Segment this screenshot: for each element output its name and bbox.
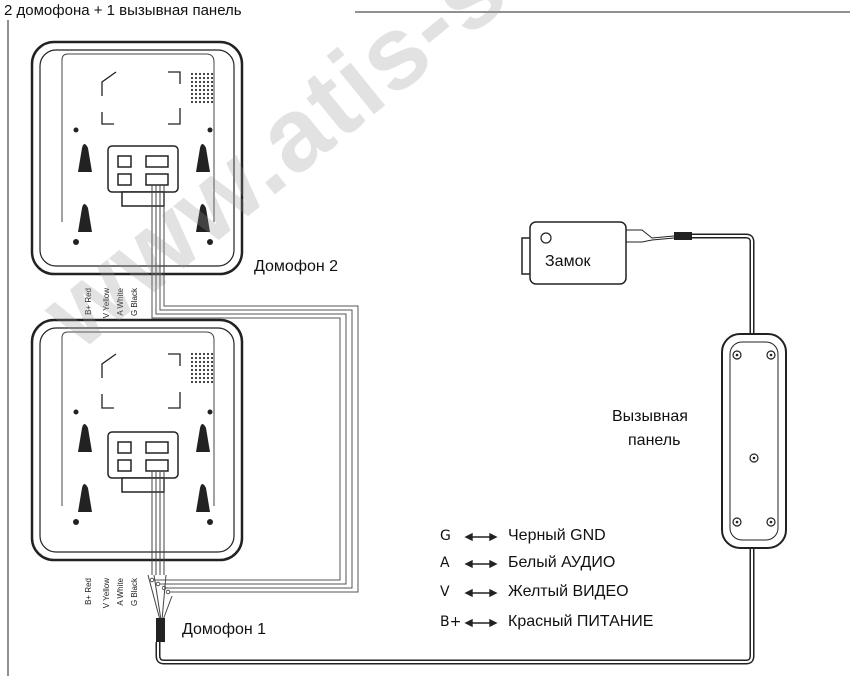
wire-tag-v: V Yellow [102,578,111,609]
wire-tag-v: V Yellow [102,288,111,319]
monitor-2-device [30,40,244,285]
monitor-1-label: Домофон 1 [182,621,267,638]
wire-junction-dots [149,577,171,595]
lock-label: Замок [545,253,591,270]
legend-code: A [440,555,450,571]
wire-tag-bplus: B+ Red [84,288,93,315]
diagram-title: 2 домофона + 1 вызывная панель [4,2,246,19]
legend-row: A Белый АУДИО [440,554,615,572]
call-panel-device [721,333,787,549]
legend-row: G Черный GND [440,527,606,545]
legend-row: V Желтый ВИДЕО [440,583,629,601]
connector-block [107,431,179,493]
monitor-2-label: Домофон 2 [254,258,339,275]
speaker-grille-icon [190,72,214,104]
legend-desc: Красный ПИТАНИЕ [508,613,654,630]
wire-tag-g: G Black [130,288,139,317]
legend-row: B+ Красный ПИТАНИЕ [440,613,653,631]
cable-sleeve [156,618,165,642]
legend-desc: Белый АУДИО [508,554,616,571]
lock-device [521,221,675,285]
wire-tag-bplus: B+ Red [84,578,93,605]
mount-hook-icon [73,409,213,525]
speaker-grille-icon [190,352,214,384]
wire-tag-a: A White [116,578,125,606]
call-panel-label-line2: панель [628,432,681,449]
inter-monitor-wiring [151,285,359,593]
lock-cable-sleeve [674,232,692,240]
wire-tag-g: G Black [130,578,139,607]
legend-desc: Желтый ВИДЕО [508,583,629,600]
legend-code: V [440,584,450,600]
monitor-1-device [30,318,244,575]
lock-indicator-icon [540,232,552,244]
legend-arrows [464,532,498,628]
call-panel-label-line1: Вызывная [612,408,688,425]
legend-code: B+ [440,614,462,630]
wire-tag-a: A White [116,288,125,316]
legend-desc: Черный GND [508,527,606,544]
mount-hook-icon [73,127,213,245]
connector-block [107,145,179,207]
legend-code: G [440,528,451,544]
main-cable-inner [157,235,753,663]
cable-fanout [147,574,173,621]
